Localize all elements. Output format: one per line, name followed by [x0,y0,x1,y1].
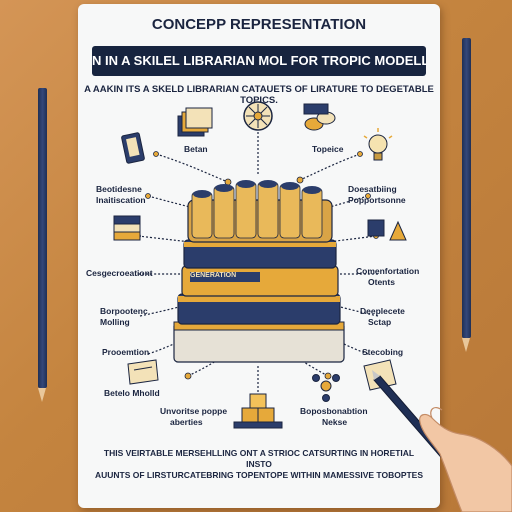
label-left-4: Prooemtion [102,347,150,357]
label-right-2b: Otents [368,277,395,287]
boxes-icon [233,393,283,429]
right-pencil [462,38,471,352]
label-bottom-left-b: aberties [170,417,203,427]
label-left-2: Cesgecroeationt [86,268,153,278]
title-banner: N IN A SKILEL LIBRARIAN MOL FOR TROPIC M… [92,46,426,76]
drafting-tools-icon [367,219,407,241]
footer-line-1: THIS VEIRTABLE MERSEHLLING ONT A STRIOC … [103,448,415,469]
left-pencil [38,88,47,402]
paper-icon [363,359,397,391]
label-bottom-left-a: Unvoritse poppe [160,406,228,416]
stacked-cards-icon [177,107,213,137]
label-right-1a: Doesatbiing [348,184,397,194]
label-bottom-right-b: Nekse [322,417,348,427]
poster-title: CONCEPP REPRESENTATION [151,16,367,33]
notebook-icon [127,359,159,385]
poster-sheet: CONCEPP REPRESENTATION N IN A SKILEL LIB… [78,4,440,508]
card-stack-icon [113,215,141,241]
label-left-3b: Molling [100,317,130,327]
label-bottom-right-a: Boposbonabtion [300,406,368,416]
label-right-2a: Comenfortation [356,266,420,276]
footer-line-2: AUUNTS OF LIRSTURCATEBRING TOPENTOPE WIT… [94,470,424,480]
hand-with-pen [372,370,512,512]
label-left-3a: Borpootenc [100,306,148,316]
label-top-right: Topeice [312,144,344,154]
lightbulb-icon [363,128,393,161]
poster-subtitle: A AAKIN ITS A SKELD LIBRARIAN CATAUETS O… [84,84,434,106]
illustration [113,101,407,429]
book-stack [173,180,345,363]
label-right-3b: Sctap [368,317,392,327]
footer-text: THIS VEIRTABLE MERSEHLLING ONT A STRIOC … [94,448,424,481]
label-left-1b: Inaitiscation [96,195,146,205]
network-hub-icon [243,101,273,131]
label-right-3a: Deeplecete [360,306,405,316]
coins-icon [303,103,336,131]
label-left-1a: Beotidesne [96,184,142,194]
molecule-icon [312,374,340,402]
label-top-left: Betan [184,144,208,154]
book-spine-label: GENERATION [190,272,237,279]
label-left-5: Betelo Mholld [104,388,160,398]
label-right-4: Stecobing [362,347,404,357]
label-right-1b: Popportsonne [348,195,406,205]
phone-icon [121,132,145,164]
